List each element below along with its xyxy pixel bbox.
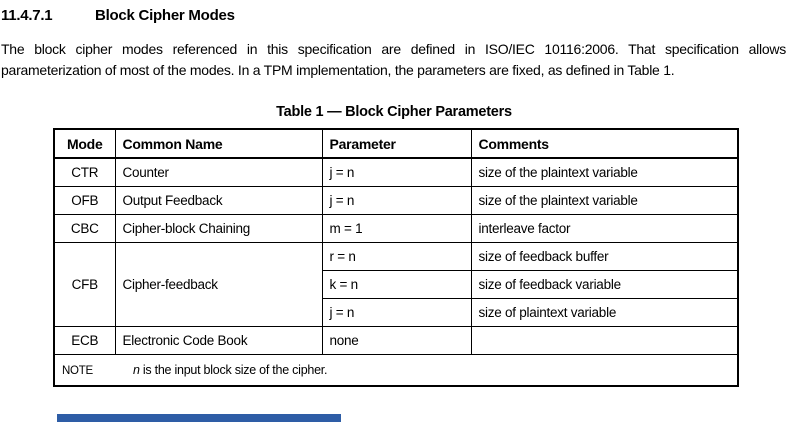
table-row-ofb: OFB Output Feedback j = n size of the pl… [53, 185, 739, 215]
table-note: NOTE n is the input block size of the cip… [54, 353, 738, 386]
section-number: 11.4.7.1 [1, 7, 53, 24]
table-row-ecb: ECB Electronic Code Book none [53, 325, 739, 355]
body-paragraph: The block cipher modes referenced in thi… [1, 41, 786, 78]
table-caption: Table 1 — Block Cipher Parameters [276, 104, 512, 120]
table-row-cbc: CBC Cipher-block Chaining m = 1 interlea… [53, 213, 739, 243]
note-text-body: is the input block size of the cipher. [139, 362, 328, 377]
note-text: n is the input block size of the cipher. [132, 362, 328, 377]
cell-comments: interleave factor [470, 213, 739, 243]
header-row: Mode Common Name Parameter Comments [53, 128, 739, 159]
section-heading: 11.4.7.1 Block Cipher Modes [1, 7, 787, 24]
cell-comments [470, 325, 739, 355]
table-row-ctr: CTR Counter j = n size of the plaintext … [53, 157, 739, 187]
column-header-parameter: Parameter [321, 128, 472, 159]
cell-mode: OFB [53, 185, 116, 215]
cell-parameter: k = n [321, 269, 472, 299]
block-cipher-parameters-table: Mode Common Name Parameter Comments CTR … [53, 128, 739, 387]
cell-mode-merged: CFB [53, 241, 116, 327]
cell-parameter: m = 1 [321, 213, 472, 243]
cell-comments: size of plaintext variable [470, 297, 739, 327]
note-variable: n [132, 362, 140, 377]
cell-common-name: Counter [114, 157, 323, 187]
cell-common-name: Electronic Code Book [114, 325, 323, 355]
cell-comments: size of feedback variable [470, 269, 739, 299]
section-title: Block Cipher Modes [95, 7, 235, 24]
cell-parameter: j = n [321, 185, 472, 215]
cell-parameter: j = n [321, 157, 472, 187]
table-note-row: NOTE n is the input block size of the cip… [54, 353, 738, 386]
note-label: NOTE [62, 364, 93, 377]
cell-common-name: Output Feedback [114, 185, 323, 215]
bottom-accent-bar [57, 414, 341, 422]
cell-parameter: none [321, 325, 472, 355]
cell-common-name-merged: Cipher-feedback [114, 241, 323, 327]
cell-parameter: r = n [321, 241, 472, 271]
cell-comments: size of feedback buffer [470, 241, 739, 271]
cell-comments: size of the plaintext variable [470, 157, 739, 187]
column-header-mode: Mode [53, 128, 116, 159]
cell-comments: size of the plaintext variable [470, 185, 739, 215]
cell-mode: CTR [53, 157, 116, 187]
table-row-cfb-j: j = n size of plaintext variable [54, 297, 739, 327]
table-row-cfb-k: k = n size of feedback variable [54, 269, 739, 299]
column-header-comments: Comments [470, 128, 739, 159]
cell-common-name: Cipher-block Chaining [114, 213, 323, 243]
table-row-cfb-r: CFB Cipher-feedback r = n size of feedba… [53, 241, 739, 327]
cell-mode: CBC [53, 213, 116, 243]
cell-parameter: j = n [321, 297, 472, 327]
column-header-common-name: Common Name [114, 128, 323, 159]
cell-mode: ECB [53, 325, 116, 355]
